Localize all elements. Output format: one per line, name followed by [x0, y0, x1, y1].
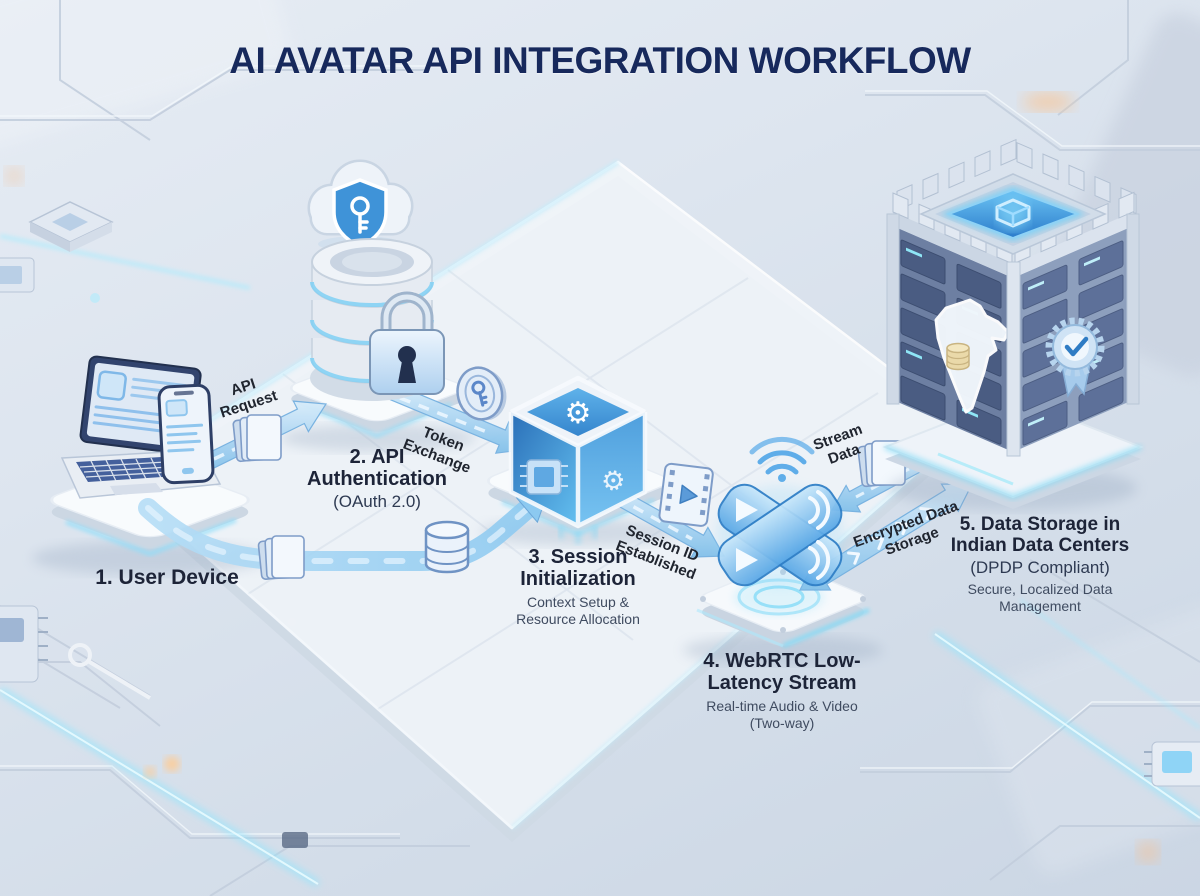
- step3-subtitle: Context Setup & Resource Allocation: [516, 593, 640, 627]
- step2-note: (OAuth 2.0): [333, 491, 421, 511]
- video-frame-icon: [654, 459, 720, 534]
- play-icon: [736, 548, 758, 572]
- step2-text: 2. API Authentication (OAuth 2.0): [297, 446, 457, 512]
- laptop-icon: [56, 355, 222, 500]
- certification-badge-icon: [1045, 317, 1105, 398]
- step5-label: 5. Data Storage in Indian Data Centers: [950, 514, 1130, 557]
- webrtc-cross-icon: [698, 436, 868, 634]
- india-map-icon: [934, 298, 1010, 414]
- castle-emblem-icon: [995, 198, 1031, 230]
- step4-text: 4. WebRTC Low-Latency Stream Real-time A…: [688, 650, 876, 732]
- step4-subtitle: Real-time Audio & Video (Two-way): [706, 697, 858, 731]
- step3-text: 3. Session Initialization Context Setup …: [504, 546, 652, 628]
- chip-decor-topleft: [28, 201, 114, 252]
- step5-subtitle: Secure, Localized Data Management: [967, 580, 1113, 614]
- step5-text: 5. Data Storage in Indian Data Centers (…: [942, 514, 1138, 615]
- database-lock-icon: [300, 236, 458, 408]
- padlock-icon: [369, 291, 445, 395]
- step2-label: 2. API Authentication: [307, 446, 447, 491]
- stream-files-icon: [857, 436, 910, 494]
- chip-decor-bottomleft: [0, 605, 48, 683]
- step1-label: 1. User Device: [95, 566, 239, 589]
- wifi-icon: [749, 436, 815, 475]
- audio-wave-icon: [808, 490, 831, 580]
- chip-icon: [520, 459, 568, 495]
- database-gold-icon: [946, 342, 970, 371]
- chip-decor-left: [0, 257, 35, 293]
- step3-label: 3. Session Initialization: [520, 546, 636, 591]
- session-cube-icon: ⚙ ⚙: [503, 374, 655, 544]
- request-files-icon: [232, 410, 286, 468]
- step5-note: (DPDP Compliant): [970, 557, 1110, 577]
- page-title: AI AVATAR API INTEGRATION WORKFLOW: [229, 40, 971, 81]
- data-center-fortress-icon: [870, 139, 1155, 512]
- chip-decor-bottomright: [1144, 741, 1200, 787]
- token-coin-icon: [446, 358, 519, 431]
- play-icon: [736, 498, 758, 522]
- database-small-icon: [422, 518, 472, 578]
- step4-label: 4. WebRTC Low-Latency Stream: [703, 650, 861, 695]
- gear-icon: ⚙: [565, 396, 592, 431]
- chip-decor-small: [282, 832, 308, 848]
- session-files-icon: [257, 532, 310, 586]
- smartphone-icon: [155, 383, 216, 486]
